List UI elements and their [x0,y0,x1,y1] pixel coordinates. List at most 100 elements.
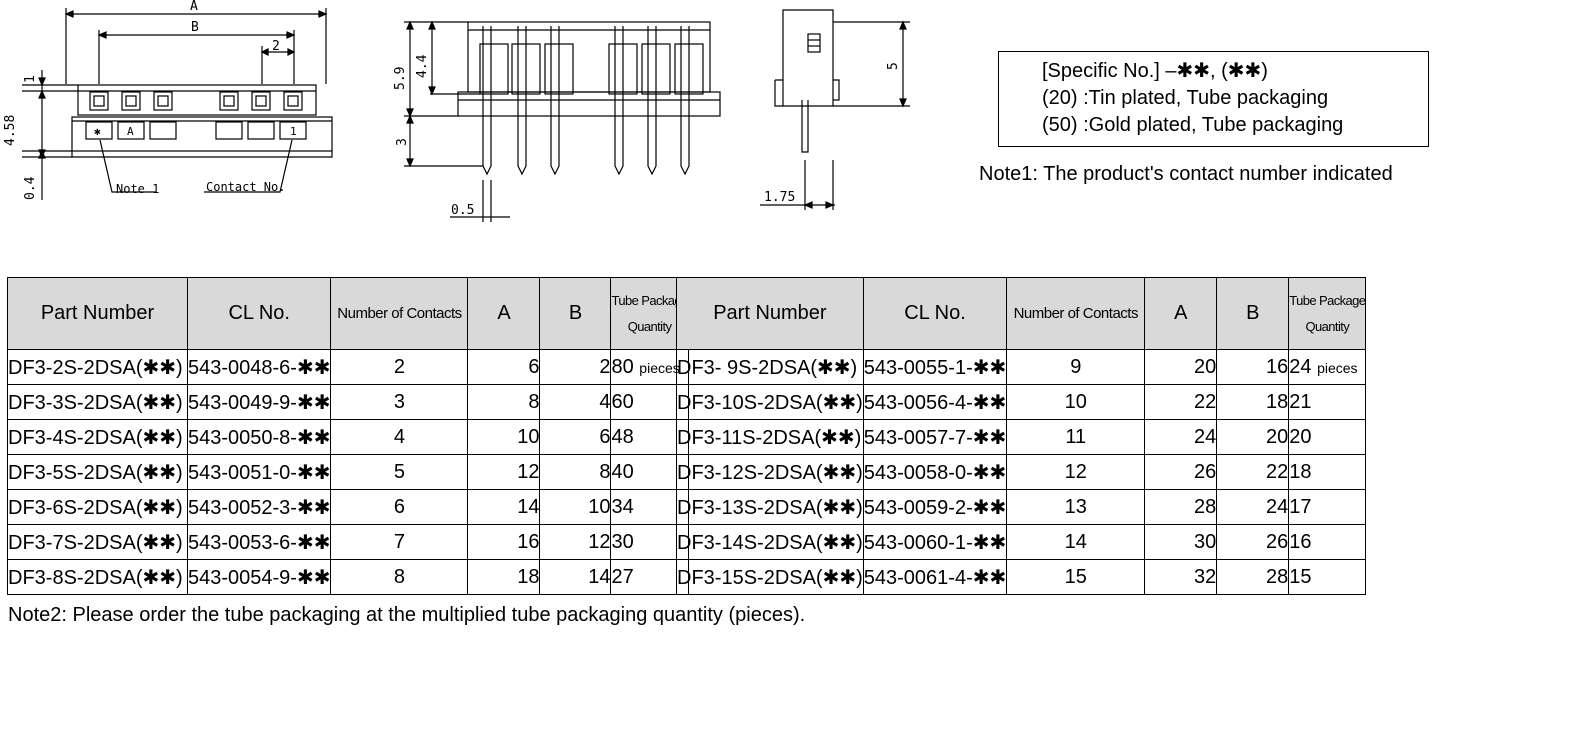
cell-part-number: DF3-4S-2DSA(✱✱) [7,419,188,455]
header-cl-no: CL No. [862,277,1008,350]
cell-part-number: DF3-8S-2DSA(✱✱) [7,559,188,595]
pieces-unit: pieces [1317,359,1358,376]
note2-text: Note2: Please order the tube packaging a… [8,604,806,626]
cell-a: 30 [1144,524,1218,560]
cell-a: 10 [467,419,541,455]
dim-1-label: 1 [23,75,38,83]
header-tube-package-quantity: Tube Package Quantity [610,277,689,350]
dim-458-label: 4.58 [3,115,18,146]
cell-part-number: DF3-10S-2DSA(✱✱) [676,384,864,420]
header-part-number: Part Number [7,277,188,350]
cell-tube-quantity: 24 pieces [1288,349,1367,385]
cell-tube-quantity: 16 [1288,524,1367,560]
parts-table-right: Part Number CL No. Number of Contacts A … [676,277,1367,595]
cell-tube-quantity: 30 [610,524,689,560]
cell-b: 8 [539,454,612,490]
cell-b: 6 [539,419,612,455]
header-tube-package-quantity: Tube Package Quantity [1288,277,1367,350]
cell-number-of-contacts: 3 [330,384,469,420]
spec-line-3: (50) :Gold plated, Tube packaging [1042,114,1344,136]
table-header-row: Part Number CL No. Number of Contacts A … [7,277,689,350]
cell-cl-no: 543-0059-2-✱✱ [862,489,1008,525]
cell-tube-quantity: 40 [610,454,689,490]
cell-part-number: DF3-7S-2DSA(✱✱) [7,524,188,560]
quantity-value: 15 [1289,565,1312,588]
cell-b: 4 [539,384,612,420]
cell-b: 16 [1216,349,1290,385]
dim-b-label: B [191,20,199,35]
cell-a: 6 [467,349,541,385]
cell-number-of-contacts: 7 [330,524,469,560]
quantity-value: 18 [1289,460,1312,483]
dim-3-label: 3 [395,138,410,146]
cell-tube-quantity: 80 pieces [610,349,689,385]
cell-part-number: DF3-6S-2DSA(✱✱) [7,489,188,525]
marking-a: A [127,125,134,138]
cell-cl-no: 543-0054-9-✱✱ [186,559,332,595]
side-view [404,20,721,222]
cell-cl-no: 543-0053-6-✱✱ [186,524,332,560]
cell-number-of-contacts: 14 [1006,524,1146,560]
header-a: A [467,277,541,350]
cell-cl-no: 543-0049-9-✱✱ [186,384,332,420]
dim-5-label: 5 [886,62,901,70]
spec-line-2: (20) :Tin plated, Tube packaging [1042,87,1329,109]
front-view [22,8,333,200]
table-header-row: Part Number CL No. Number of Contacts A … [676,277,1367,350]
cell-cl-no: 543-0055-1-✱✱ [862,349,1008,385]
cell-a: 16 [467,524,541,560]
header-tube-line-2: Quantity [627,318,672,334]
connector-drawing: A B 2 1 4.58 0.4 5.9 4.4 3 0.5 5 1.75 No… [3,0,910,222]
cell-number-of-contacts: 9 [1006,349,1146,385]
contact-no-callout: Contact No. [206,180,285,194]
cell-number-of-contacts: 2 [330,349,469,385]
cell-a: 22 [1144,384,1218,420]
cell-number-of-contacts: 6 [330,489,469,525]
pieces-unit: pieces [639,359,680,376]
cell-cl-no: 543-0051-0-✱✱ [186,454,332,490]
cell-part-number: DF3-3S-2DSA(✱✱) [7,384,188,420]
quantity-value: 40 [611,460,634,483]
dim-a-label: A [190,0,198,14]
note1-text: Note1: The product's contact number indi… [979,163,1393,185]
cell-a: 28 [1144,489,1218,525]
cell-number-of-contacts: 5 [330,454,469,490]
cell-tube-quantity: 17 [1288,489,1367,525]
header-tube-line-1: Tube Package [611,292,688,308]
header-number-of-contacts: Number of Contacts [330,277,469,350]
cell-number-of-contacts: 8 [330,559,469,595]
cell-cl-no: 543-0050-8-✱✱ [186,419,332,455]
quantity-value: 48 [611,425,634,448]
cell-cl-no: 543-0060-1-✱✱ [862,524,1008,560]
dim-pitch-label: 2 [272,39,280,54]
quantity-value: 16 [1289,530,1312,553]
cell-cl-no: 543-0058-0-✱✱ [862,454,1008,490]
header-part-number: Part Number [676,277,864,350]
quantity-value: 17 [1289,495,1312,518]
cell-cl-no: 543-0048-6-✱✱ [186,349,332,385]
header-number-of-contacts: Number of Contacts [1006,277,1146,350]
quantity-value: 24 [1289,355,1312,378]
cell-b: 24 [1216,489,1290,525]
cell-tube-quantity: 18 [1288,454,1367,490]
cell-cl-no: 543-0061-4-✱✱ [862,559,1008,595]
quantity-value: 34 [611,495,634,518]
parts-table-left: Part Number CL No. Number of Contacts A … [7,277,689,595]
dim-44-label: 4.4 [415,54,430,78]
cell-b: 2 [539,349,612,385]
dim-05-label: 0.5 [451,203,474,218]
spec-line-1: [Specific No.] –✱✱, (✱✱) [1042,60,1268,82]
cell-b: 18 [1216,384,1290,420]
header-b: B [1216,277,1290,350]
cell-part-number: DF3-13S-2DSA(✱✱) [676,489,864,525]
cell-number-of-contacts: 10 [1006,384,1146,420]
